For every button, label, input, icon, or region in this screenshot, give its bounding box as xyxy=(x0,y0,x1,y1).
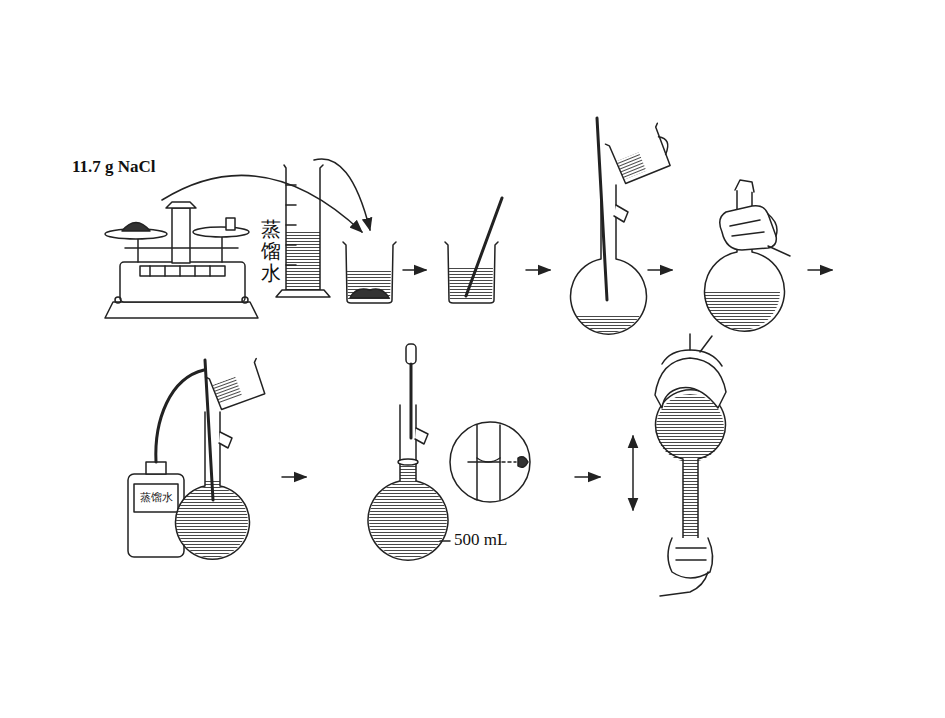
beaker xyxy=(343,242,396,303)
step-arrow xyxy=(403,269,426,271)
volumetric-flask xyxy=(570,118,675,334)
bottle-label: 蒸馏水 xyxy=(140,492,173,504)
reagent-label: 蒸馏水 xyxy=(261,218,281,284)
invert-arrow xyxy=(632,436,634,510)
step-arrow xyxy=(648,269,672,271)
volumetric-flask xyxy=(368,344,530,560)
step-arrow xyxy=(808,269,832,271)
volumetric-flask xyxy=(704,180,790,331)
volumetric-flask xyxy=(655,334,726,596)
beaker xyxy=(445,198,502,303)
graduated-cylinder xyxy=(276,165,330,297)
step-arrow xyxy=(282,476,306,478)
leader-line xyxy=(440,540,450,542)
balance xyxy=(105,202,258,318)
volume-label: 500 mL xyxy=(454,531,507,550)
mass-label: 11.7 g NaCl xyxy=(72,158,156,177)
step-arrow xyxy=(575,476,600,478)
step-arrow xyxy=(526,269,550,271)
volumetric-flask xyxy=(175,359,268,560)
transfer-arrow xyxy=(314,159,370,230)
